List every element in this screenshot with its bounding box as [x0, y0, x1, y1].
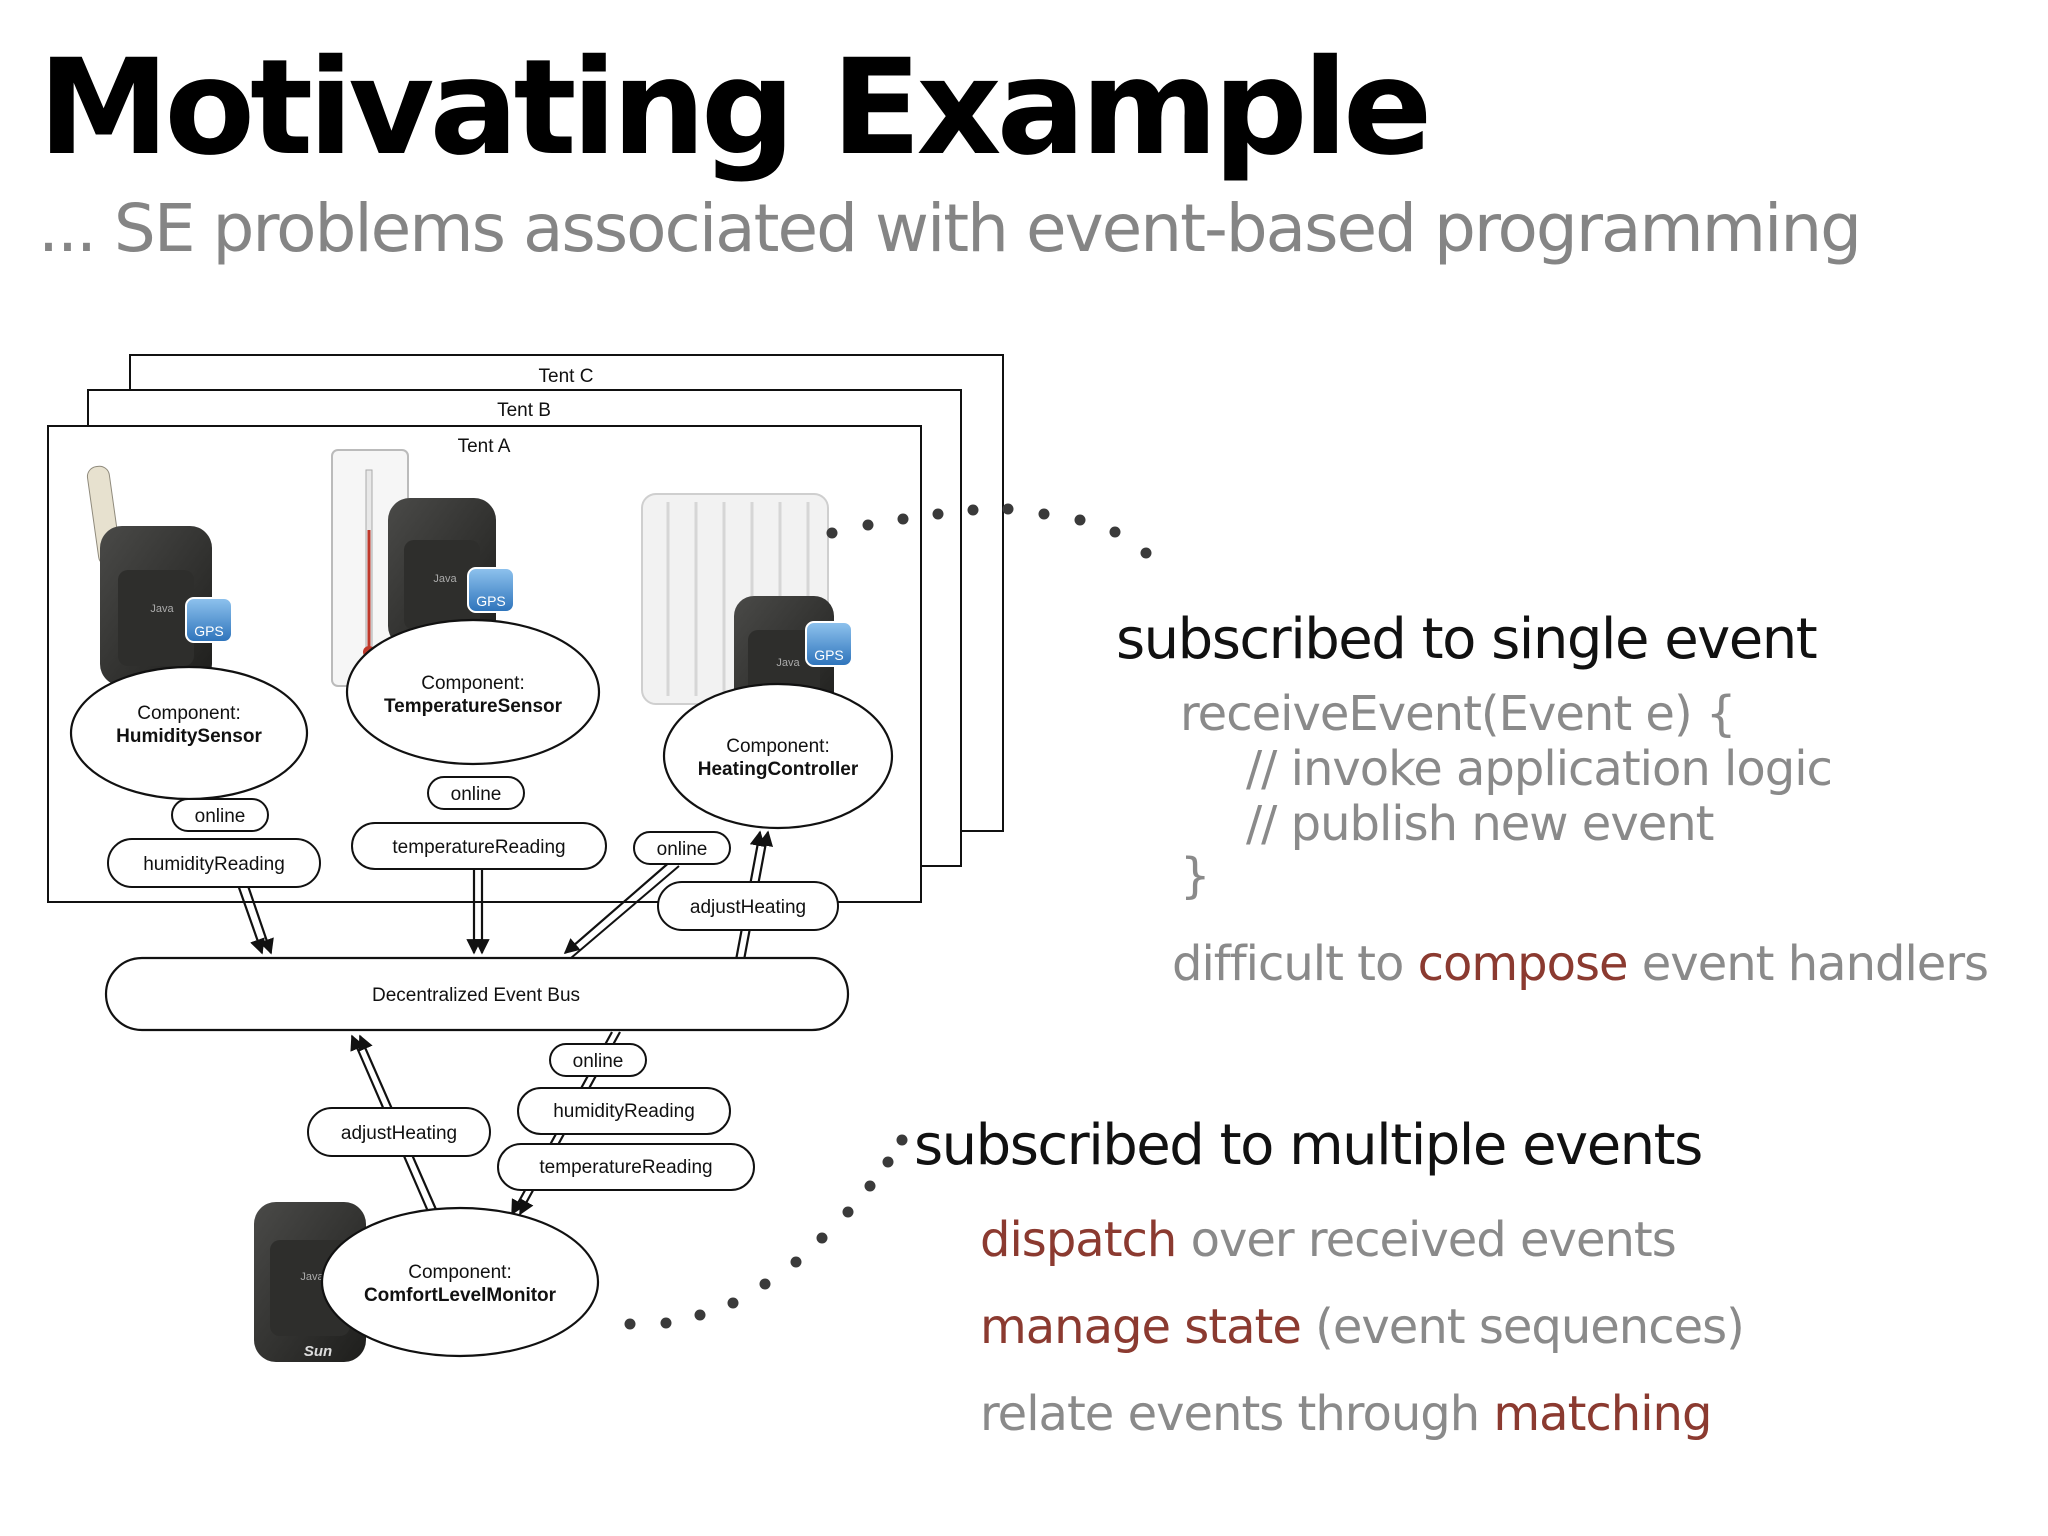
- java-logo-icon: Java: [300, 1271, 324, 1283]
- event-pill-adjust-heating: adjustHeating: [657, 881, 839, 931]
- compose-note-pre: difficult to: [1172, 936, 1418, 992]
- event-label: adjustHeating: [341, 1123, 457, 1144]
- callout-dots-multiple: [624, 1134, 908, 1330]
- component-prefix: Component:: [137, 703, 241, 724]
- component-name: HeatingController: [698, 759, 859, 780]
- compose-note: difficult to compose event handlers: [1172, 940, 1989, 988]
- manage-state-line: manage state (event sequences): [980, 1303, 1745, 1351]
- event-label: online: [657, 839, 708, 860]
- dispatch-rest: over received events: [1176, 1212, 1677, 1268]
- event-bus-label: Decentralized Event Bus: [372, 985, 580, 1006]
- event-label: humidityReading: [553, 1101, 695, 1122]
- tent-b-label: Tent B: [497, 400, 551, 421]
- sun-logo-icon: Sun: [304, 1343, 332, 1360]
- component-name: ComfortLevelMonitor: [364, 1285, 557, 1306]
- java-logo-icon: Java: [776, 657, 800, 669]
- gps-icon: [805, 621, 853, 667]
- dispatch-accent: dispatch: [980, 1212, 1177, 1268]
- event-label: adjustHeating: [690, 897, 806, 918]
- slide-title: Motivating Example: [38, 31, 1432, 185]
- code-line-3: // publish new event: [1246, 796, 1714, 852]
- dispatch-line: dispatch over received events: [980, 1216, 1677, 1264]
- java-logo-icon: Java: [150, 603, 174, 615]
- event-label: online: [195, 806, 246, 827]
- component-prefix: Component:: [726, 736, 830, 757]
- event-label: temperatureReading: [392, 837, 565, 858]
- component-name: TemperatureSensor: [384, 696, 563, 717]
- event-pill-humidity-reading: humidityReading: [517, 1087, 731, 1135]
- event-label: humidityReading: [143, 854, 285, 875]
- gps-label: GPS: [194, 623, 224, 639]
- component-prefix: Component:: [421, 673, 525, 694]
- manage-state-accent: manage state: [980, 1299, 1302, 1355]
- java-logo-icon: Java: [433, 573, 457, 585]
- code-line-1: receiveEvent(Event e) {: [1180, 686, 1736, 742]
- callout-dots-single: [826, 503, 1152, 559]
- slide-subtitle: ... SE problems associated with event-ba…: [38, 190, 1862, 267]
- event-pill-online: online: [171, 798, 269, 832]
- compose-note-accent: compose: [1417, 936, 1629, 992]
- event-pill-temperature-reading: temperatureReading: [351, 822, 607, 870]
- event-pill-online: online: [633, 831, 731, 865]
- multiple-events-heading: subscribed to multiple events: [914, 1113, 1703, 1178]
- gps-icon: [467, 567, 515, 613]
- humidity-sensor-device-image: Java GPS: [86, 465, 233, 686]
- code-line-4: }: [1180, 848, 1211, 904]
- tent-c-label: Tent C: [539, 366, 594, 387]
- gps-label: GPS: [814, 647, 844, 663]
- matching-pre: relate events through: [980, 1386, 1494, 1442]
- component-prefix: Component:: [408, 1262, 512, 1283]
- event-pill-online: online: [427, 776, 525, 810]
- event-pill-online: online: [549, 1043, 647, 1077]
- component-comfort-level-monitor: Component: ComfortLevelMonitor: [320, 1206, 600, 1358]
- event-label: online: [451, 784, 502, 805]
- event-label: online: [573, 1051, 624, 1072]
- decentralized-event-bus: Decentralized Event Bus: [104, 956, 850, 1032]
- comfort-monitor-device-image: Java Sun: [254, 1202, 366, 1362]
- gps-label: GPS: [476, 593, 506, 609]
- component-heating-controller: Component: HeatingController: [662, 682, 894, 830]
- event-label: temperatureReading: [539, 1157, 712, 1178]
- manage-state-rest: (event sequences): [1300, 1299, 1745, 1355]
- temperature-sensor-device-image: Java GPS: [388, 498, 515, 648]
- component-name: HumiditySensor: [116, 726, 262, 747]
- event-pill-humidity-reading: humidityReading: [107, 838, 321, 888]
- component-temperature-sensor: Component: TemperatureSensor: [345, 618, 601, 766]
- matching-line: relate events through matching: [980, 1390, 1712, 1438]
- single-event-heading: subscribed to single event: [1116, 607, 1818, 672]
- gps-icon: [185, 597, 233, 643]
- event-pill-adjust-heating: adjustHeating: [307, 1107, 491, 1157]
- component-humidity-sensor: Component: HumiditySensor: [69, 665, 309, 801]
- matching-accent: matching: [1493, 1386, 1712, 1442]
- tent-a-label: Tent A: [458, 436, 511, 457]
- compose-note-post: event handlers: [1627, 936, 1989, 992]
- event-pill-temperature-reading: temperatureReading: [497, 1143, 755, 1191]
- code-line-2: // invoke application logic: [1246, 741, 1833, 797]
